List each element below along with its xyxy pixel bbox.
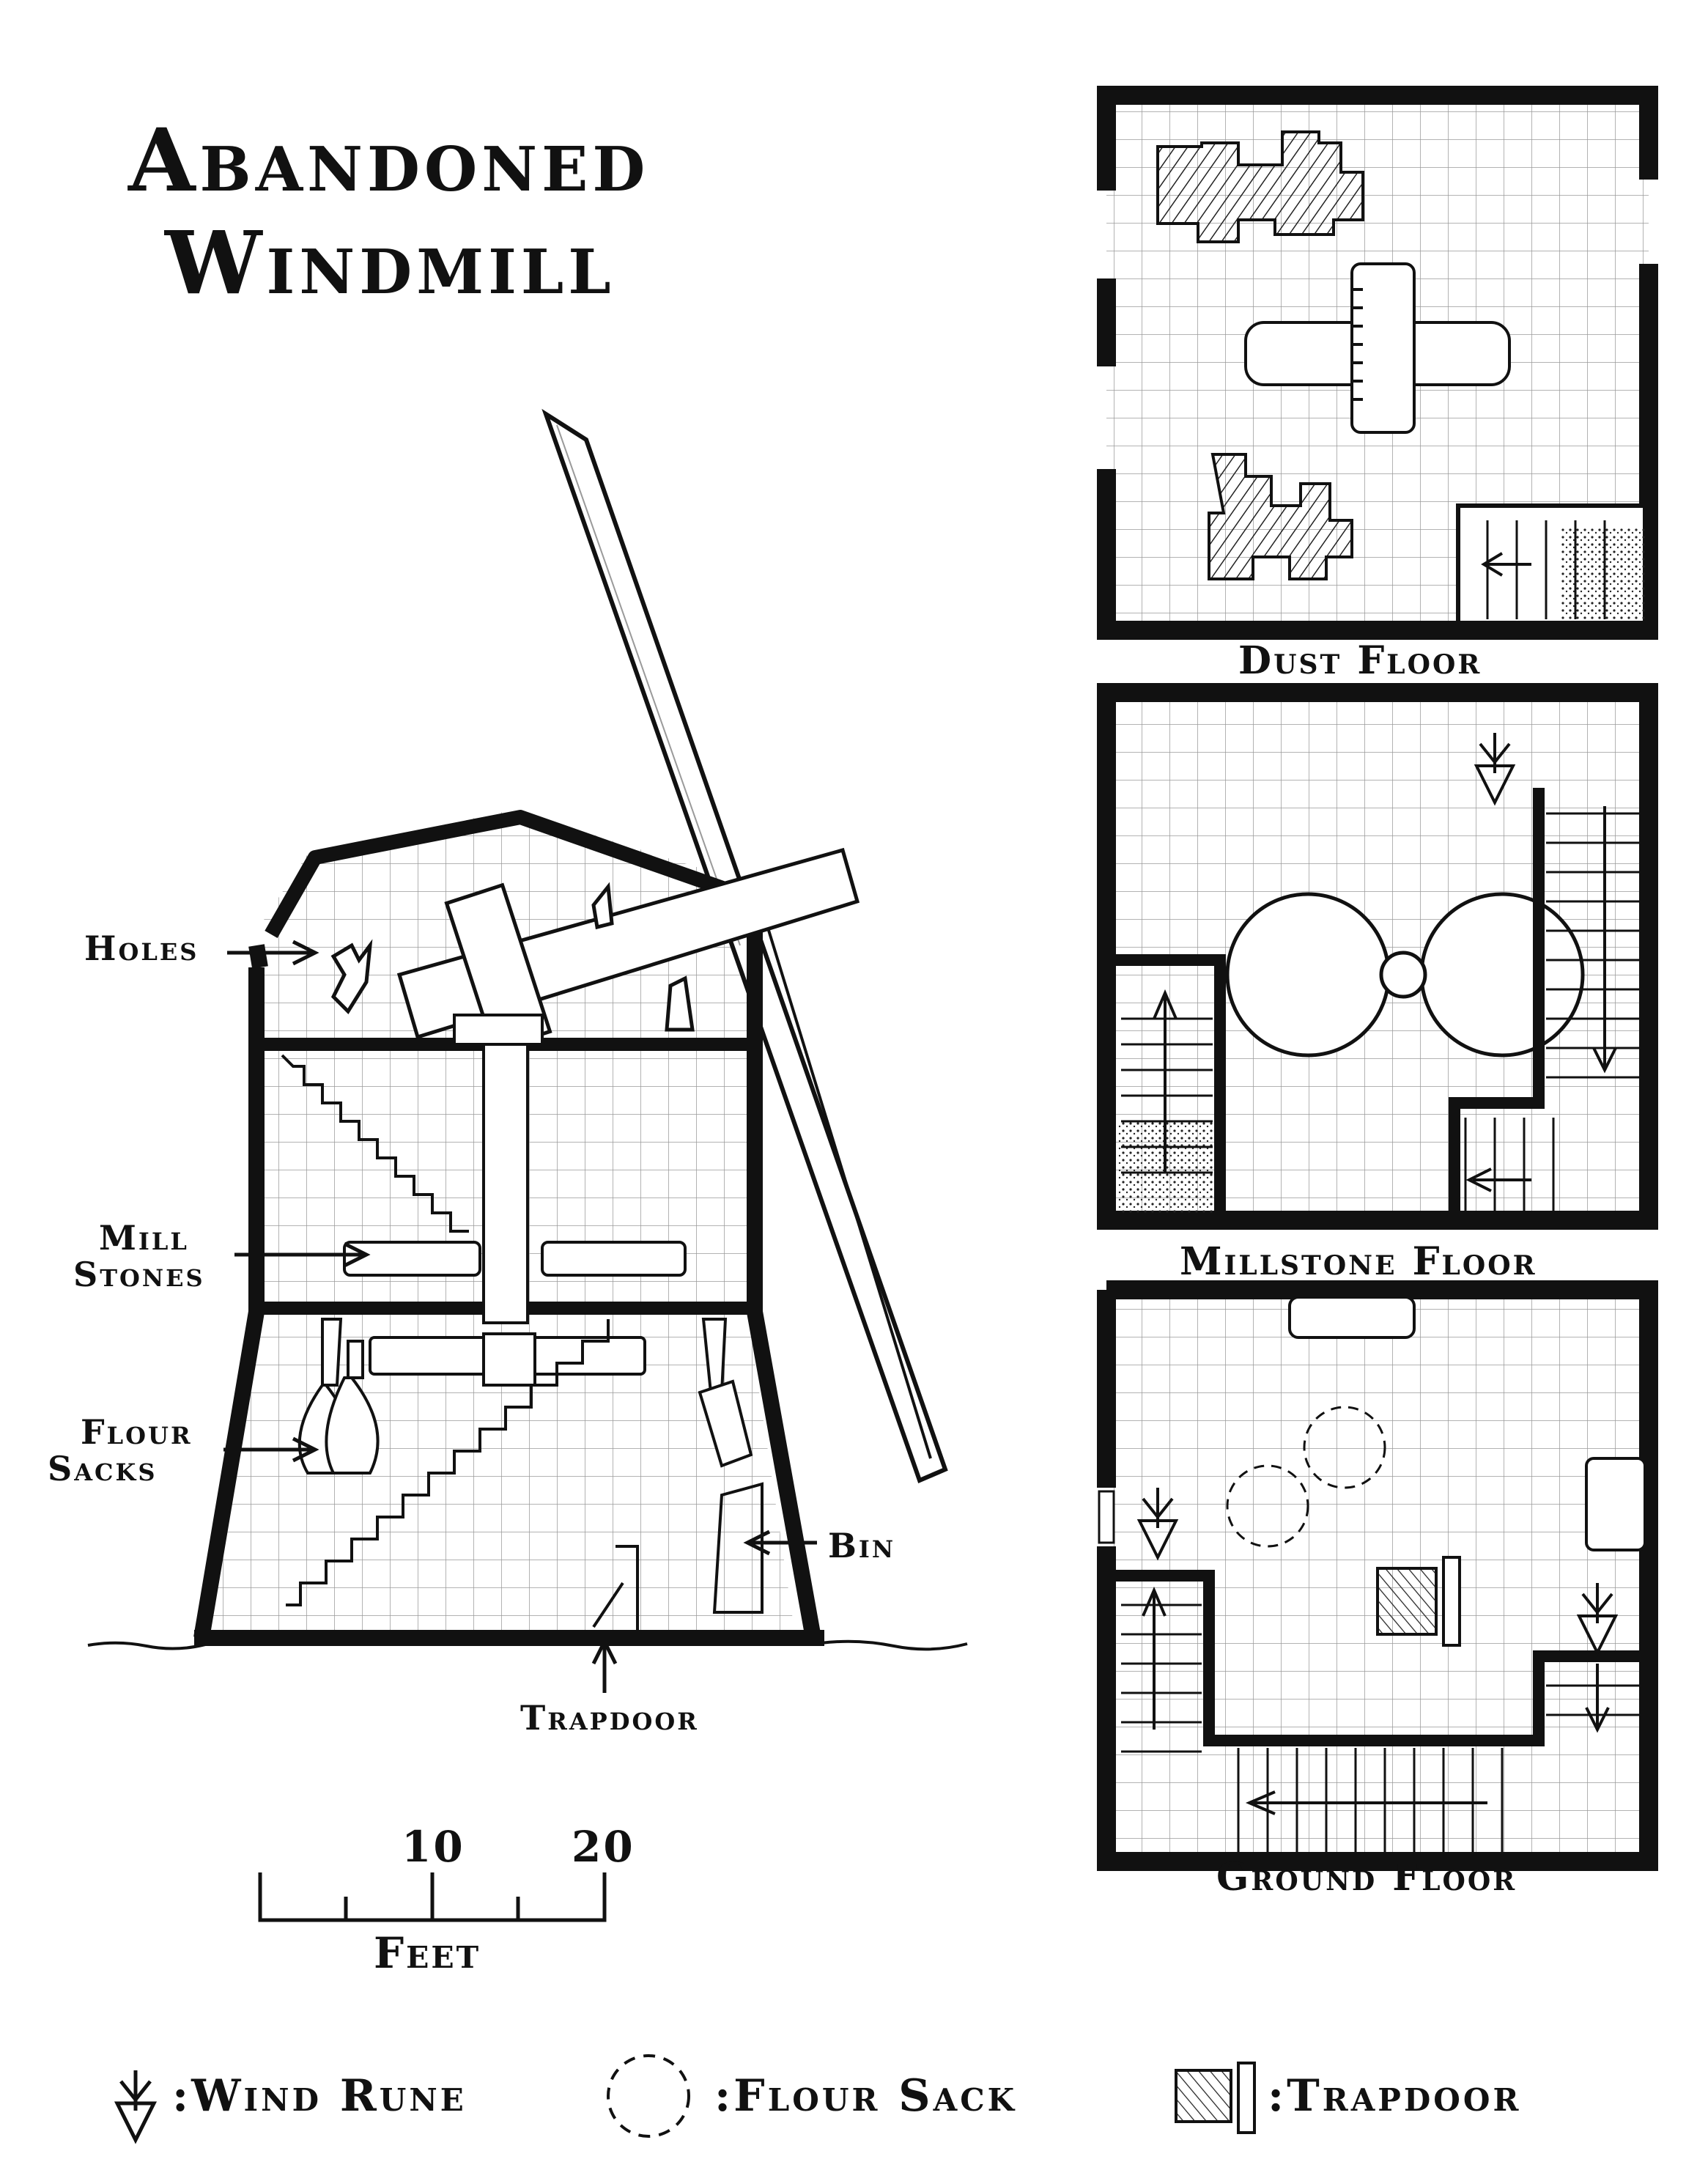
callout-bin: Bin	[828, 1526, 896, 1565]
scale-tick-10: 10	[402, 1822, 465, 1872]
ground-line	[87, 1639, 968, 1651]
callout-holes: Holes	[84, 929, 199, 968]
arrow-holes	[227, 940, 319, 966]
dust-floor-label: Dust Floor	[1238, 638, 1482, 683]
flour-sack-icon	[607, 2054, 690, 2138]
map-title-line2: Windmill	[165, 212, 615, 314]
dust-floor-plan	[1097, 86, 1658, 640]
callout-flour-sacks-line1: Flour	[81, 1412, 193, 1452]
arrow-bin	[743, 1529, 817, 1556]
wind-rune-icon	[114, 2070, 158, 2144]
upper-stairs	[281, 1054, 469, 1233]
trapdoor-icon	[1175, 2062, 1256, 2134]
legend-trapdoor: :Trapdoor	[1268, 2070, 1522, 2122]
scale-bar	[258, 1872, 607, 1922]
windmill-sail	[541, 408, 948, 1484]
roof-holes	[330, 882, 695, 1032]
callout-flour-sacks-line2: Sacks	[48, 1449, 158, 1488]
ground-floor-label: Ground Floor	[1216, 1855, 1517, 1900]
arrow-trapdoor	[591, 1637, 618, 1693]
main-shaft	[482, 1043, 529, 1324]
mill-stones	[343, 1241, 687, 1387]
callout-trapdoor: Trapdoor	[520, 1698, 699, 1738]
legend-flour-sack: :Flour Sack	[714, 2070, 1018, 2122]
legend-symbols	[114, 2054, 1256, 2144]
arrow-flour-sacks	[223, 1436, 319, 1463]
bin	[698, 1318, 764, 1614]
callout-mill-stones-line1: Mill	[99, 1218, 189, 1258]
section-trapdoor	[592, 1545, 639, 1631]
map-title-line1: Abandoned	[128, 109, 650, 211]
callout-mill-stones-line2: Stones	[73, 1255, 205, 1294]
legend-wind-rune: :Wind Rune	[172, 2070, 467, 2122]
lower-stairs	[286, 1319, 610, 1606]
scale-tick-20: 20	[572, 1822, 635, 1872]
arrow-mill-stones	[234, 1241, 371, 1268]
ground-floor-plan	[1097, 1280, 1658, 1871]
windshaft	[396, 847, 860, 1052]
millstone-floor-label: Millstone Floor	[1180, 1239, 1537, 1284]
scale-unit: Feet	[374, 1928, 481, 1978]
millstone-floor-plan	[1097, 683, 1658, 1230]
